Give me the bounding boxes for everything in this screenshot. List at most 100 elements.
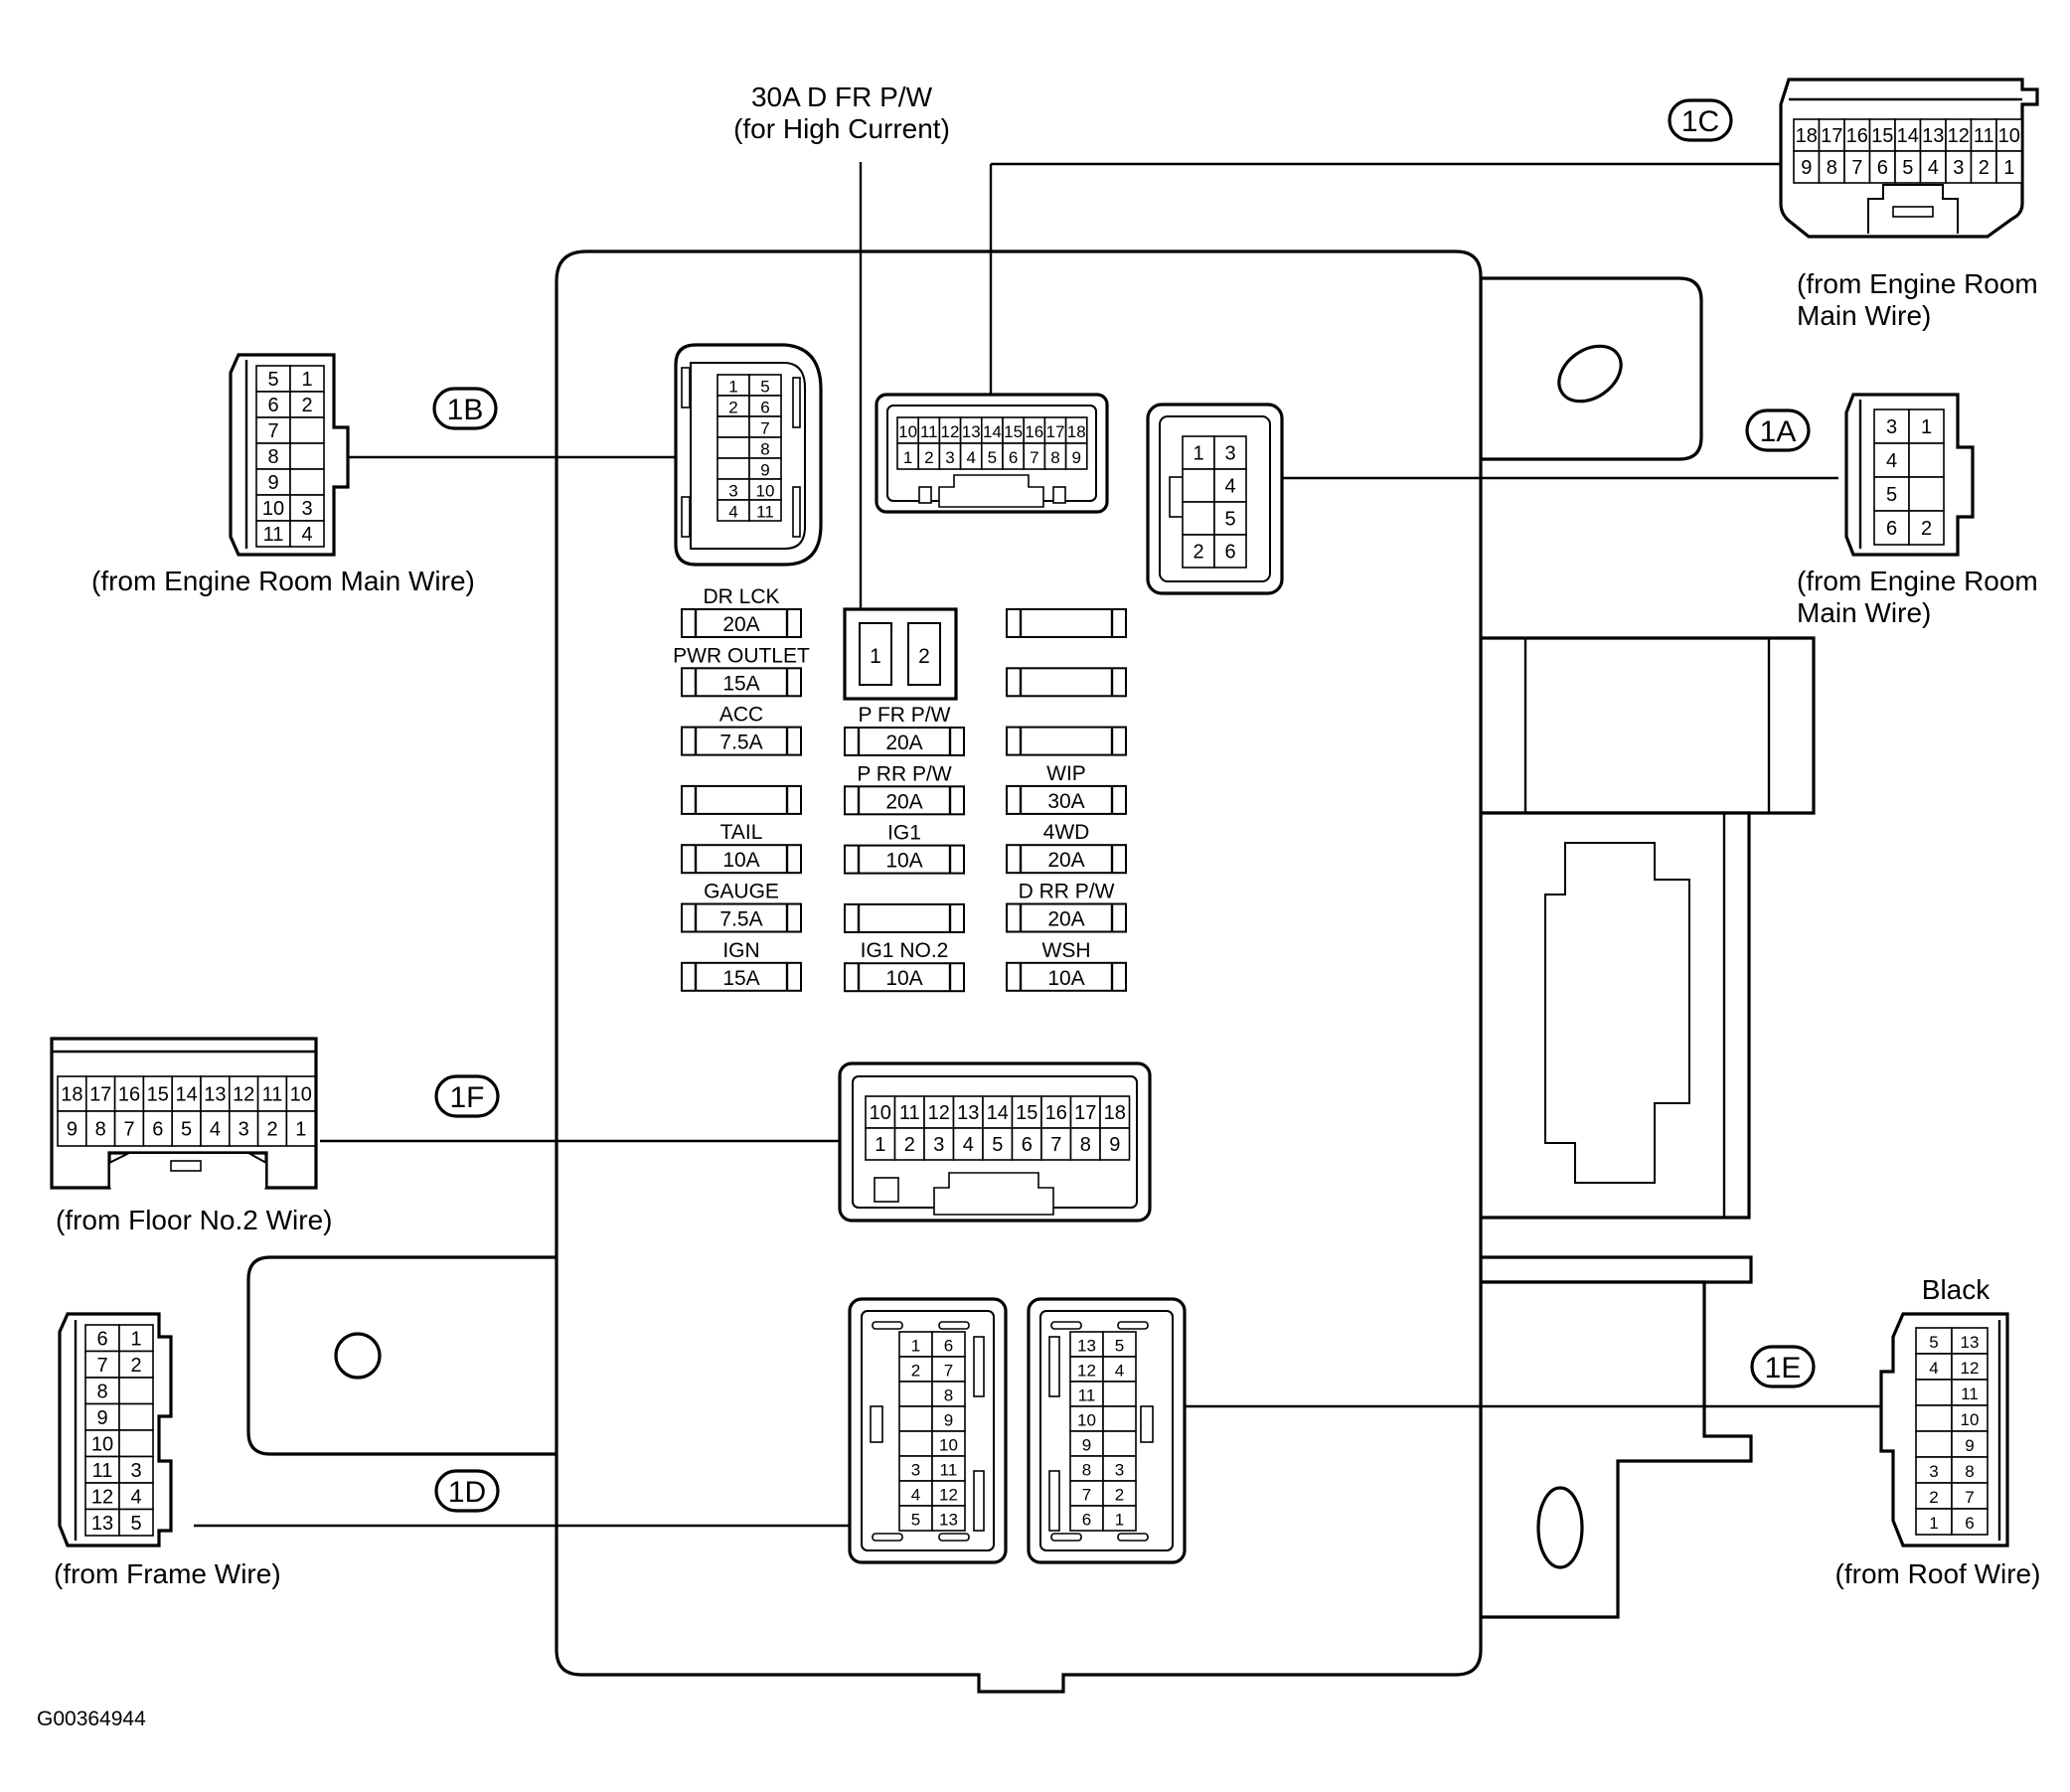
- plug-1B-pin: 4: [301, 524, 312, 546]
- socket-1D-pin-cell: [898, 1455, 933, 1482]
- connector-id-1B: 1B: [432, 387, 498, 430]
- fuse-rating: 20A: [885, 790, 922, 813]
- socket-1D-pin: 7: [944, 1362, 953, 1381]
- socket-1D-pin-cell: [898, 1405, 933, 1432]
- plug-1C-pin: 1: [2003, 157, 2014, 179]
- source-1C-line-2: Main Wire): [1797, 300, 1931, 331]
- plug-1C-pin: 9: [1801, 157, 1812, 179]
- socket-1C-pin: 10: [898, 422, 917, 441]
- socket-1F-pin-cell: [865, 1127, 896, 1161]
- plug-1B-pin: 5: [267, 369, 278, 391]
- socket-1A-pin: 5: [1224, 509, 1235, 531]
- connector-id-1C: 1C: [1668, 98, 1733, 142]
- socket-1E-pin-cell: [1069, 1405, 1104, 1432]
- connector-id-1E-text: 1E: [1765, 1352, 1802, 1385]
- socket-1E-pin: 10: [1077, 1411, 1096, 1430]
- fuse-rating: 30A: [1047, 790, 1084, 813]
- socket-1A-pin: 4: [1224, 476, 1235, 498]
- socket-1E-pin: 5: [1115, 1337, 1124, 1356]
- socket-1B-pin: 4: [728, 503, 737, 522]
- plug-1F-pin-cell: [285, 1075, 316, 1112]
- fuse: IGN 15A: [681, 939, 802, 992]
- socket-1E-pin-cell: [1102, 1381, 1137, 1407]
- plug-1B-pin: 1: [301, 369, 312, 391]
- socket-1C-pin: 6: [1009, 448, 1018, 467]
- plug-1D-pin: 6: [96, 1328, 107, 1350]
- plug-1A-pin-cell: [1908, 408, 1945, 444]
- fuse-body: [1006, 726, 1127, 756]
- plug-1C-pin: 15: [1871, 125, 1893, 147]
- plug-1E-pin: 4: [1929, 1359, 1938, 1378]
- plug-1E-pin-cell: [1951, 1482, 1989, 1510]
- socket-1D-pin: 9: [944, 1411, 953, 1430]
- plug-1A-pin: 6: [1886, 518, 1897, 540]
- fuse-name: D RR P/W: [1019, 881, 1115, 903]
- socket-1F-pin: 1: [875, 1134, 885, 1156]
- plug-1E-pin: 1: [1929, 1514, 1938, 1533]
- plug-1D-pin: 10: [91, 1433, 113, 1455]
- socket-1E-pin: 2: [1115, 1486, 1124, 1505]
- socket-1C-pin: 5: [988, 448, 997, 467]
- socket-1B-pin-cell: [748, 499, 782, 522]
- plug-1C-pin-cell: [1945, 150, 1973, 184]
- plug-1E-pin-cell: [1951, 1430, 1989, 1458]
- socket-1A-pin: 6: [1224, 542, 1235, 564]
- plug-1A-pin-cell: [1908, 476, 1945, 512]
- fuse: [1006, 726, 1127, 756]
- socket-1B-pin: 8: [760, 440, 769, 459]
- fuse-name: IGN: [722, 939, 759, 962]
- plug-1D-pin-cell: [118, 1402, 154, 1431]
- plug-1D-pin-cell: [84, 1429, 120, 1458]
- socket-1B-pin: 2: [728, 399, 737, 417]
- plug-1A-pin: 2: [1921, 518, 1932, 540]
- plug-1B-pin: 9: [267, 472, 278, 494]
- plug-1F-pin: 10: [290, 1084, 312, 1106]
- plug-1F-pin: 7: [123, 1119, 134, 1141]
- socket-1F-pin-cell: [1011, 1127, 1042, 1161]
- plug-1D-pin: 4: [130, 1486, 141, 1508]
- plug-1F-pin: 16: [118, 1084, 140, 1106]
- socket-1D-pin-cell: [898, 1356, 933, 1383]
- source-1B: (from Engine Room Main Wire): [91, 566, 475, 596]
- socket-1F-pin: 6: [1022, 1134, 1033, 1156]
- fuse-name: TAIL: [720, 821, 763, 844]
- plug-1F-pin: 15: [147, 1084, 169, 1106]
- source-1E: (from Roof Wire): [1835, 1558, 2041, 1589]
- fuse-body: [844, 844, 965, 875]
- socket-1E-pin: 9: [1082, 1436, 1091, 1455]
- socket-1D-pin: 1: [911, 1337, 920, 1356]
- socket-1C-pin: 11: [920, 422, 938, 441]
- socket-1F-pin-cell: [865, 1095, 896, 1129]
- plug-1D-pin: 13: [91, 1513, 113, 1535]
- plug-1C-pin-cell: [1919, 118, 1947, 152]
- plug-1D-pin: 12: [91, 1486, 113, 1508]
- fuse-name: WIP: [1046, 762, 1086, 785]
- plug-1F-pin-cell: [200, 1075, 231, 1112]
- fuse-rating: 15A: [722, 967, 759, 990]
- socket-1D-pin: 13: [939, 1511, 958, 1530]
- plug-1B-pin: 3: [301, 498, 312, 520]
- plug-1B-pin-cell: [255, 416, 291, 444]
- socket-1E-pin: 3: [1115, 1461, 1124, 1480]
- socket-1F-pin: 10: [870, 1102, 891, 1124]
- fuse-body: [681, 902, 802, 933]
- fuse-rating: 20A: [885, 732, 922, 754]
- plug-1D-pin: 5: [130, 1513, 141, 1535]
- plug-1F-pin-cell: [285, 1110, 316, 1147]
- fuse-body: [1006, 784, 1127, 815]
- socket-1D-pin: 2: [911, 1362, 920, 1381]
- socket-1E-pin-cell: [1102, 1480, 1137, 1507]
- socket-1E-pin: 11: [1078, 1386, 1096, 1405]
- socket-1D-pin-cell: [898, 1505, 933, 1532]
- plug-1E-pin-cell: [1915, 1379, 1953, 1406]
